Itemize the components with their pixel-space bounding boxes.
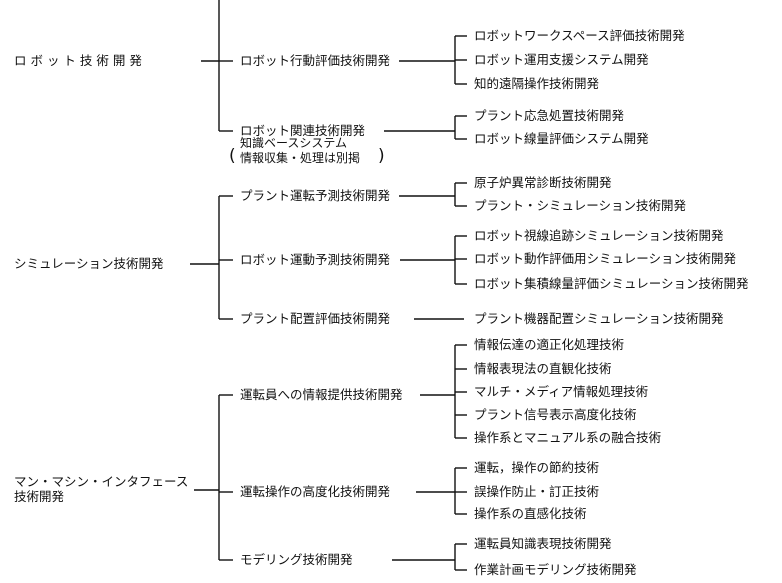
leaf-label: ロボット集積線量評価シミュレーション技術開発 <box>474 276 749 291</box>
leaf-label: 情報表現法の直観化技術 <box>474 361 612 376</box>
category-label: プラント配置評価技術開発 <box>240 311 391 326</box>
leaf-label: プラント信号表示高度化技術 <box>474 407 637 422</box>
leaf-label: 作業計画モデリング技術開発 <box>474 562 637 577</box>
leaf-label: 知的遠隔操作技術開発 <box>474 76 600 91</box>
category-label: 運転員への情報提供技術開発 <box>240 387 403 402</box>
leaf-label: 操作系の直感化技術 <box>474 506 587 521</box>
leaf-label: プラント機器配置シミュレーション技術開発 <box>474 311 724 326</box>
leaf-label: 原子炉異常診断技術開発 <box>474 175 612 190</box>
root-label: マン・マシン・インタフェース <box>14 474 188 489</box>
category-note: 情報収集・処理は別掲 <box>240 150 360 165</box>
leaf-label: ロボット運用支援システム開発 <box>474 52 649 67</box>
root-label: 技術開発 <box>14 489 65 504</box>
root-label: シミュレーション技術開発 <box>14 256 164 271</box>
note-open-paren: ( <box>229 146 236 166</box>
leaf-label: プラント応急処置技術開発 <box>474 108 625 123</box>
leaf-label: 情報伝達の適正化処理技術 <box>474 337 624 352</box>
leaf-label: 誤操作防止・訂正技術 <box>474 484 599 499</box>
note-close-paren: ) <box>378 146 385 166</box>
category-label: ロボット関連技術開発 <box>240 123 366 138</box>
category-label: 運転操作の高度化技術開発 <box>240 484 391 499</box>
leaf-label: 運転員知識表現技術開発 <box>474 536 612 551</box>
root-label: ロ ボ ッ ト 技 術 開 発 <box>14 53 142 68</box>
category-label: プラント運転予測技術開発 <box>240 188 391 203</box>
category-label: モデリング技術開発 <box>240 552 353 567</box>
leaf-label: ロボットワークスペース評価技術開発 <box>474 28 685 43</box>
category-label: ロボット運動予測技術開発 <box>240 252 391 267</box>
leaf-label: ロボット視線追跡シミュレーション技術開発 <box>474 228 724 243</box>
leaf-label: マルチ・メディア情報処理技術 <box>474 384 648 399</box>
leaf-label: 運転，操作の節約技術 <box>474 460 599 475</box>
leaf-label: ロボット動作評価用シミュレーション技術開発 <box>474 251 737 266</box>
leaf-label: 操作系とマニュアル系の融合技術 <box>474 430 661 445</box>
leaf-label: プラント・シミュレーション技術開発 <box>474 198 687 213</box>
category-label: ロボット行動評価技術開発 <box>240 53 391 68</box>
category-note: 知識ベースシステム <box>240 136 347 150</box>
leaf-label: ロボット線量評価システム開発 <box>474 131 649 146</box>
